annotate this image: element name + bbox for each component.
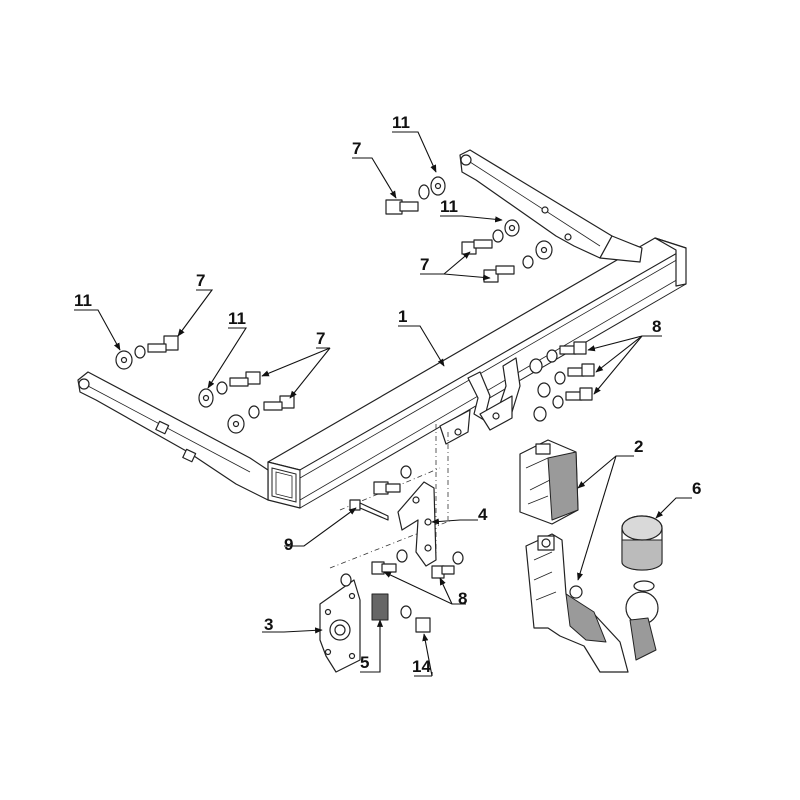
left-side-arm	[77, 371, 269, 501]
bolt-7-left-mid	[198, 371, 261, 408]
callout-6: 6	[692, 479, 701, 498]
bolt-7-left-low	[227, 395, 295, 434]
coupling-block-2-part	[519, 439, 579, 525]
bolt-7-top	[385, 176, 446, 215]
bolts-8-center	[371, 465, 464, 579]
callout-7-left-mid: 7	[316, 329, 325, 348]
leader-lines	[74, 131, 692, 677]
nut-14-part	[400, 605, 431, 633]
callout-8-center: 8	[458, 589, 467, 608]
callout-1: 1	[398, 307, 407, 326]
callout-14: 14	[412, 657, 431, 676]
callout-11-left-mid: 11	[228, 309, 246, 328]
bolts-8-right	[529, 341, 595, 422]
callout-11-mid: 11	[440, 197, 458, 216]
callout-3: 3	[264, 615, 273, 634]
callout-7-mid: 7	[420, 255, 429, 274]
callout-11-top: 11	[392, 113, 410, 132]
callout-4: 4	[478, 505, 488, 524]
callout-5: 5	[360, 653, 369, 672]
callout-2: 2	[634, 437, 643, 456]
bolt-9-part	[349, 499, 389, 521]
ball-cover-6-part	[621, 515, 663, 571]
callout-labels: 1 11 7 11 7 11 7 11 7 8 2 6 4 9 8 3 5 14	[74, 113, 701, 676]
bolt-7-mid	[461, 219, 520, 255]
bolt-7-low	[483, 240, 553, 283]
spring-5-part	[371, 593, 389, 621]
crossbeam-part	[267, 237, 687, 509]
callout-7-left: 7	[196, 271, 205, 290]
socket-plate-3-part	[319, 573, 361, 673]
callout-8-right: 8	[652, 317, 661, 336]
callout-9: 9	[284, 535, 293, 554]
bolt-7-left-top	[115, 335, 179, 370]
callout-11-left: 11	[74, 291, 92, 310]
callout-7-top: 7	[352, 139, 361, 158]
center-bracket	[439, 357, 521, 445]
bracket-4-part	[397, 481, 437, 567]
tow-hook-2-part	[525, 533, 659, 673]
right-side-arm	[459, 149, 643, 263]
